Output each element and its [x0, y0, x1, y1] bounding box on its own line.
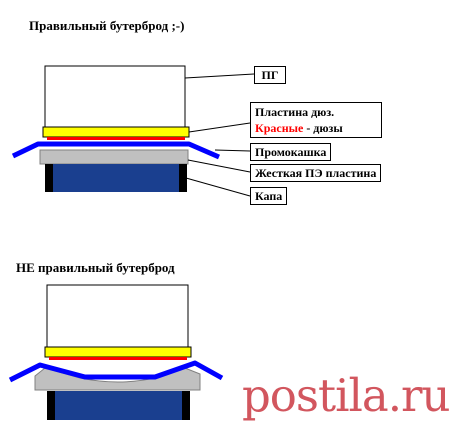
capa-left-wall [45, 164, 53, 192]
leader-plate [188, 122, 251, 133]
printhead-block [46, 284, 189, 352]
label-blotter: Промокашка [250, 143, 332, 161]
diagram2-title: НЕ правильный бутерброд [16, 260, 175, 275]
capa-body [47, 391, 190, 420]
leader-blotter [214, 149, 251, 152]
label-plate-line: Пластина дюз. [255, 105, 335, 119]
capa-left-wall [47, 391, 55, 420]
printhead-block [44, 65, 186, 131]
incorrect-sandwich [8, 284, 224, 420]
nozzle-plate [44, 346, 192, 358]
label-red-rest: - дюзы [303, 121, 343, 135]
blotter-film [11, 141, 220, 160]
label-pg: ПГ [254, 66, 286, 84]
capa-right-wall [182, 391, 190, 420]
nozzles-red-line [49, 357, 187, 360]
nozzle-plate [42, 126, 190, 138]
label-pe-plate: Жесткая ПЭ пластина [250, 164, 382, 182]
leader-pg [184, 73, 255, 79]
diagram1-title: Правильный бутерброд ;-) [29, 18, 185, 33]
watermark: postila.ru [242, 369, 450, 422]
label-nozzles-line: Красные - дюзы [255, 120, 377, 136]
blotter-film-sagging [8, 360, 224, 383]
pe-plate [39, 149, 189, 165]
leader-capa [185, 177, 251, 197]
nozzles-red-line [47, 137, 185, 140]
label-nozzle-plate: Пластина дюз. Красные - дюзы [250, 102, 382, 138]
label-red-word: Красные [255, 121, 304, 135]
label-capa: Капа [250, 187, 288, 205]
correct-sandwich [11, 65, 255, 197]
capa-right-wall [179, 164, 187, 192]
leader-pe-plate [187, 159, 251, 173]
capa-body [45, 164, 185, 192]
